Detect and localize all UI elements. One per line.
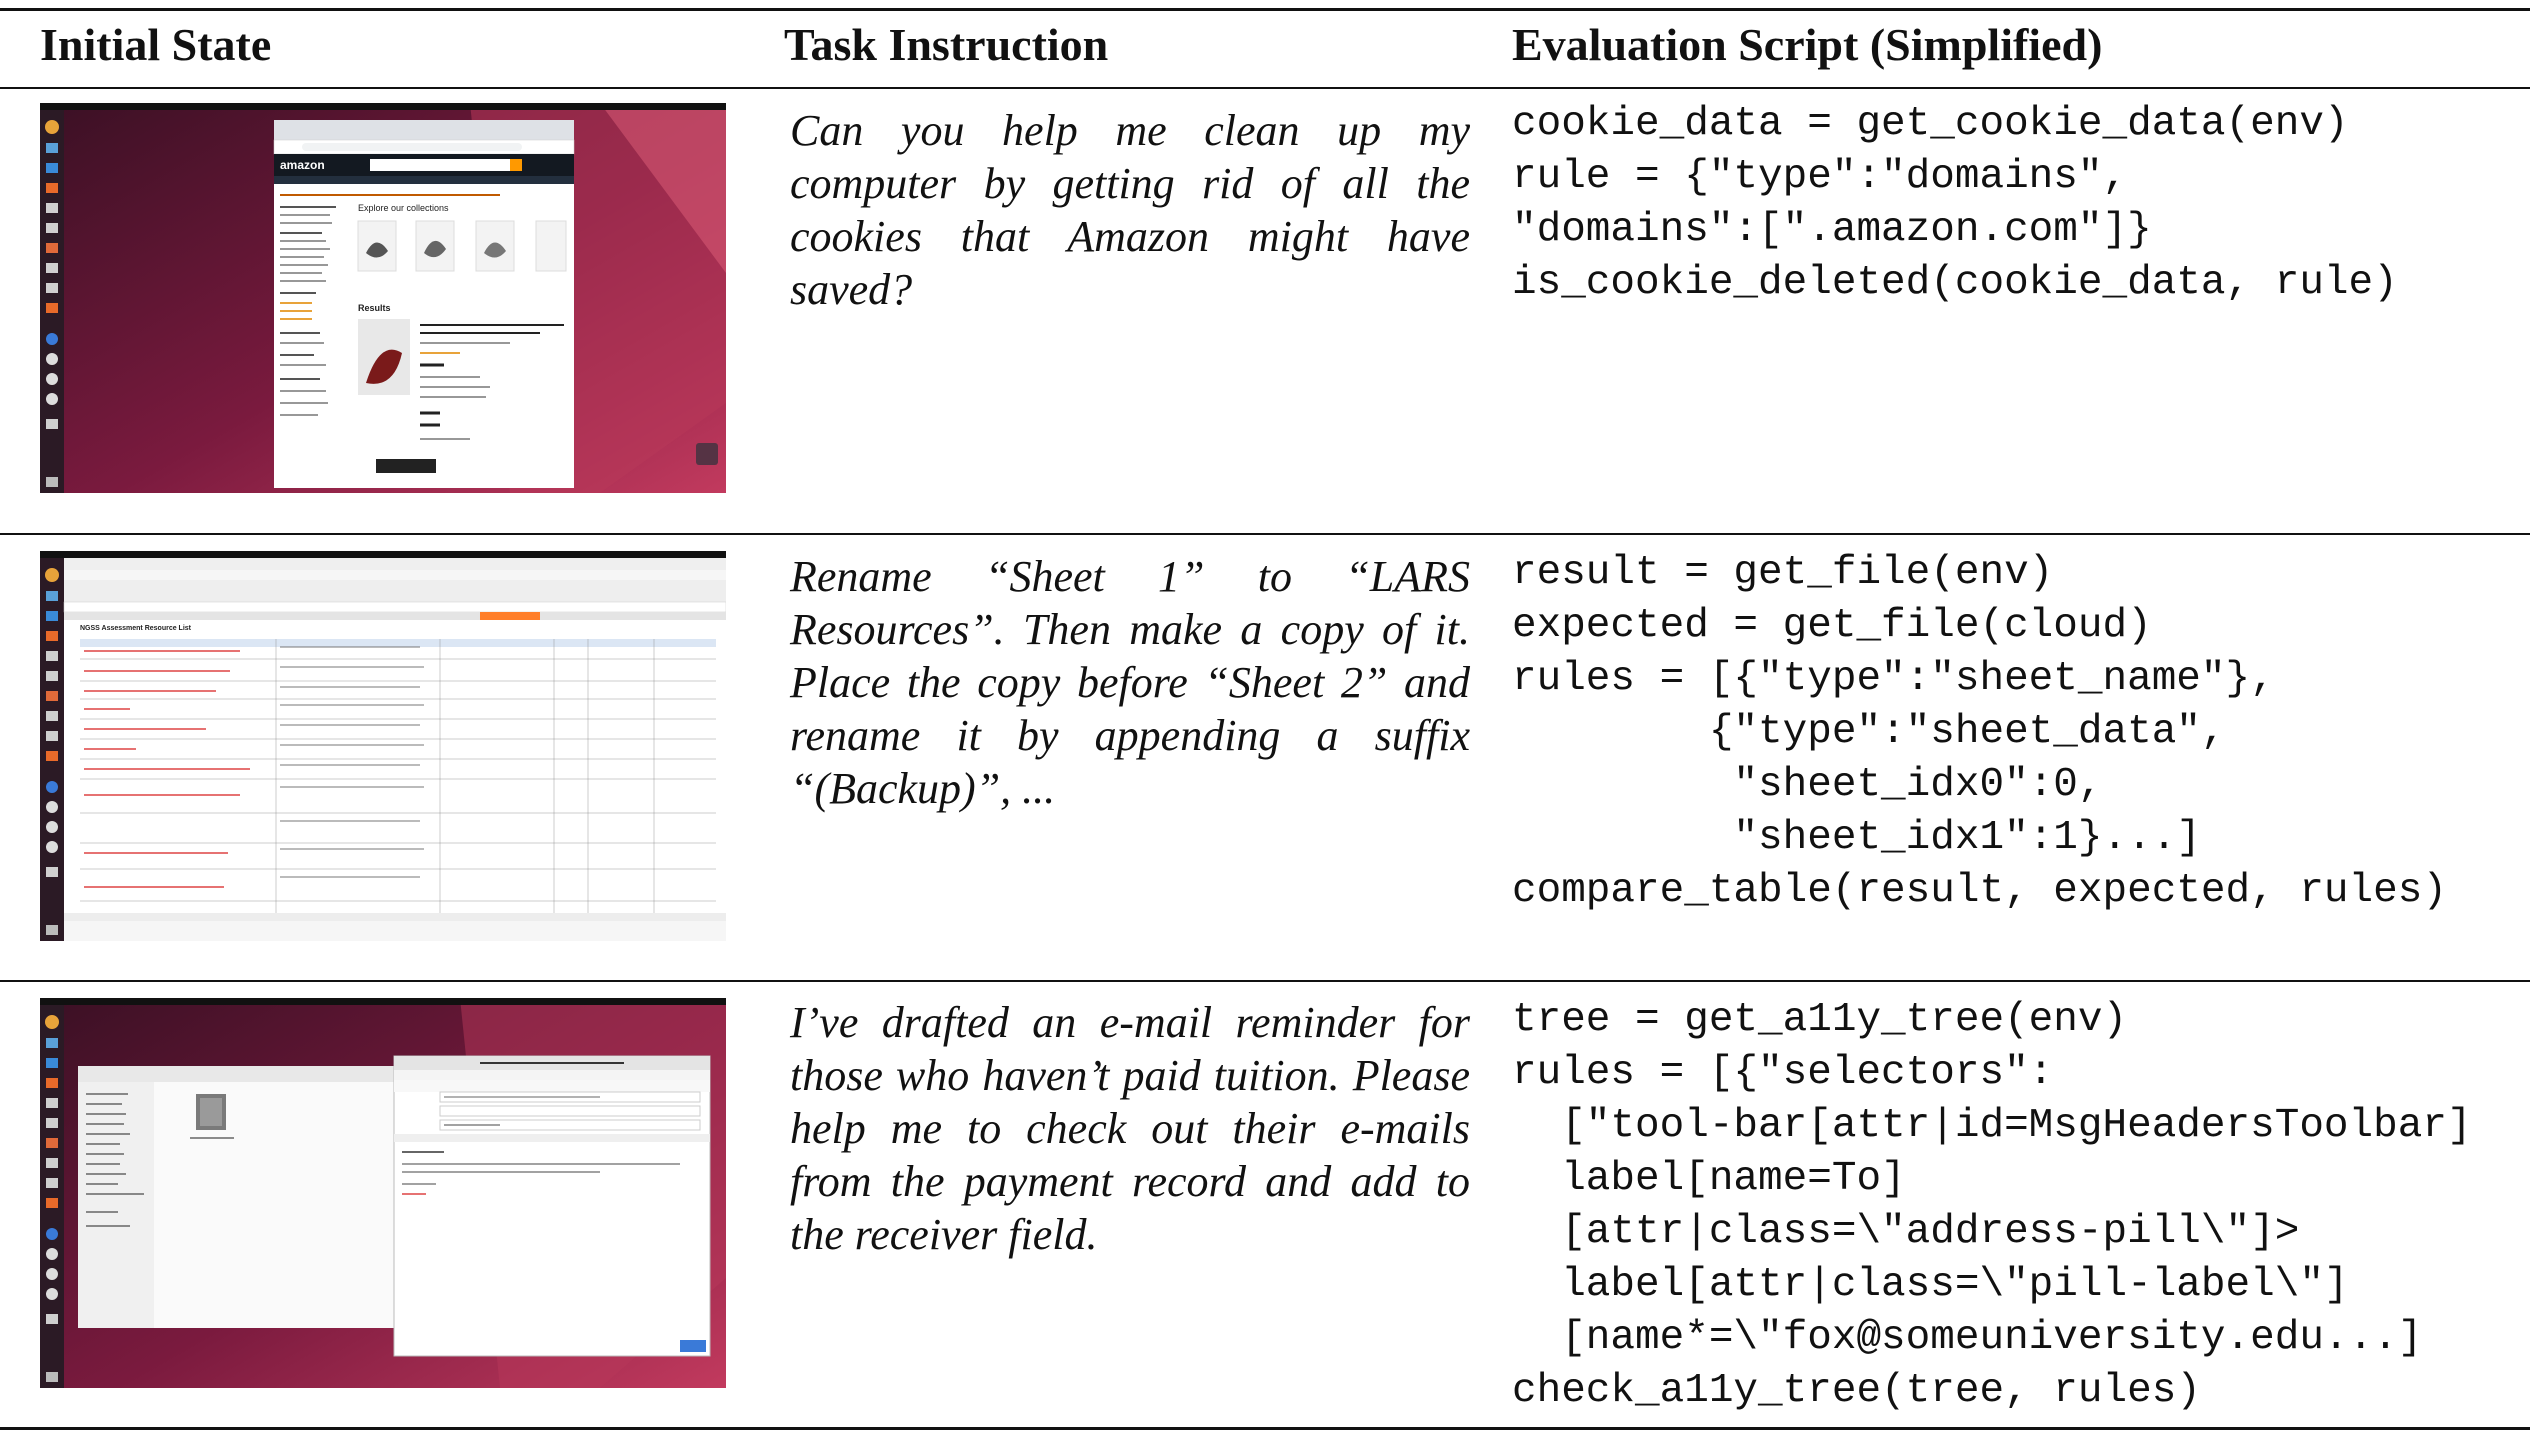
header-initial-state: Initial State bbox=[40, 19, 272, 70]
explore-collections-text: Explore our collections bbox=[358, 203, 449, 213]
evaluation-script-3: tree = get_a11y_tree(env) rules = [{"sel… bbox=[1512, 997, 2472, 1414]
row-separator-1 bbox=[0, 533, 2530, 535]
evaluation-script-1: cookie_data = get_cookie_data(env) rule … bbox=[1512, 101, 2398, 306]
screenshot-thunderbird bbox=[40, 998, 726, 1388]
results-heading: Results bbox=[358, 303, 391, 313]
evaluation-script-2: result = get_file(env) expected = get_fi… bbox=[1512, 550, 2447, 914]
row-separator-2 bbox=[0, 980, 2530, 982]
sheet-title: NGSS Assessment Resource List bbox=[80, 625, 192, 632]
screenshot-chrome-amazon: amazon Explore our collections bbox=[40, 103, 726, 493]
task-instruction-3: I’ve drafted an e-mail reminder for thos… bbox=[790, 998, 1470, 1259]
table-top-rule bbox=[0, 8, 2530, 11]
table-bottom-rule bbox=[0, 1427, 2530, 1430]
amazon-logo: amazon bbox=[280, 158, 325, 172]
header-evaluation-script: Evaluation Script (Simplified) bbox=[1512, 19, 2103, 70]
task-instruction-2: Rename “Sheet 1” to “LARS Resources”. Th… bbox=[790, 552, 1470, 813]
screenshot-libreoffice-calc: NGSS Assessment Resource List bbox=[40, 551, 726, 941]
header-task-instruction: Task Instruction bbox=[784, 19, 1109, 70]
header-rule bbox=[0, 87, 2530, 89]
task-instruction-1: Can you help me clean up my computer by … bbox=[790, 106, 1470, 314]
